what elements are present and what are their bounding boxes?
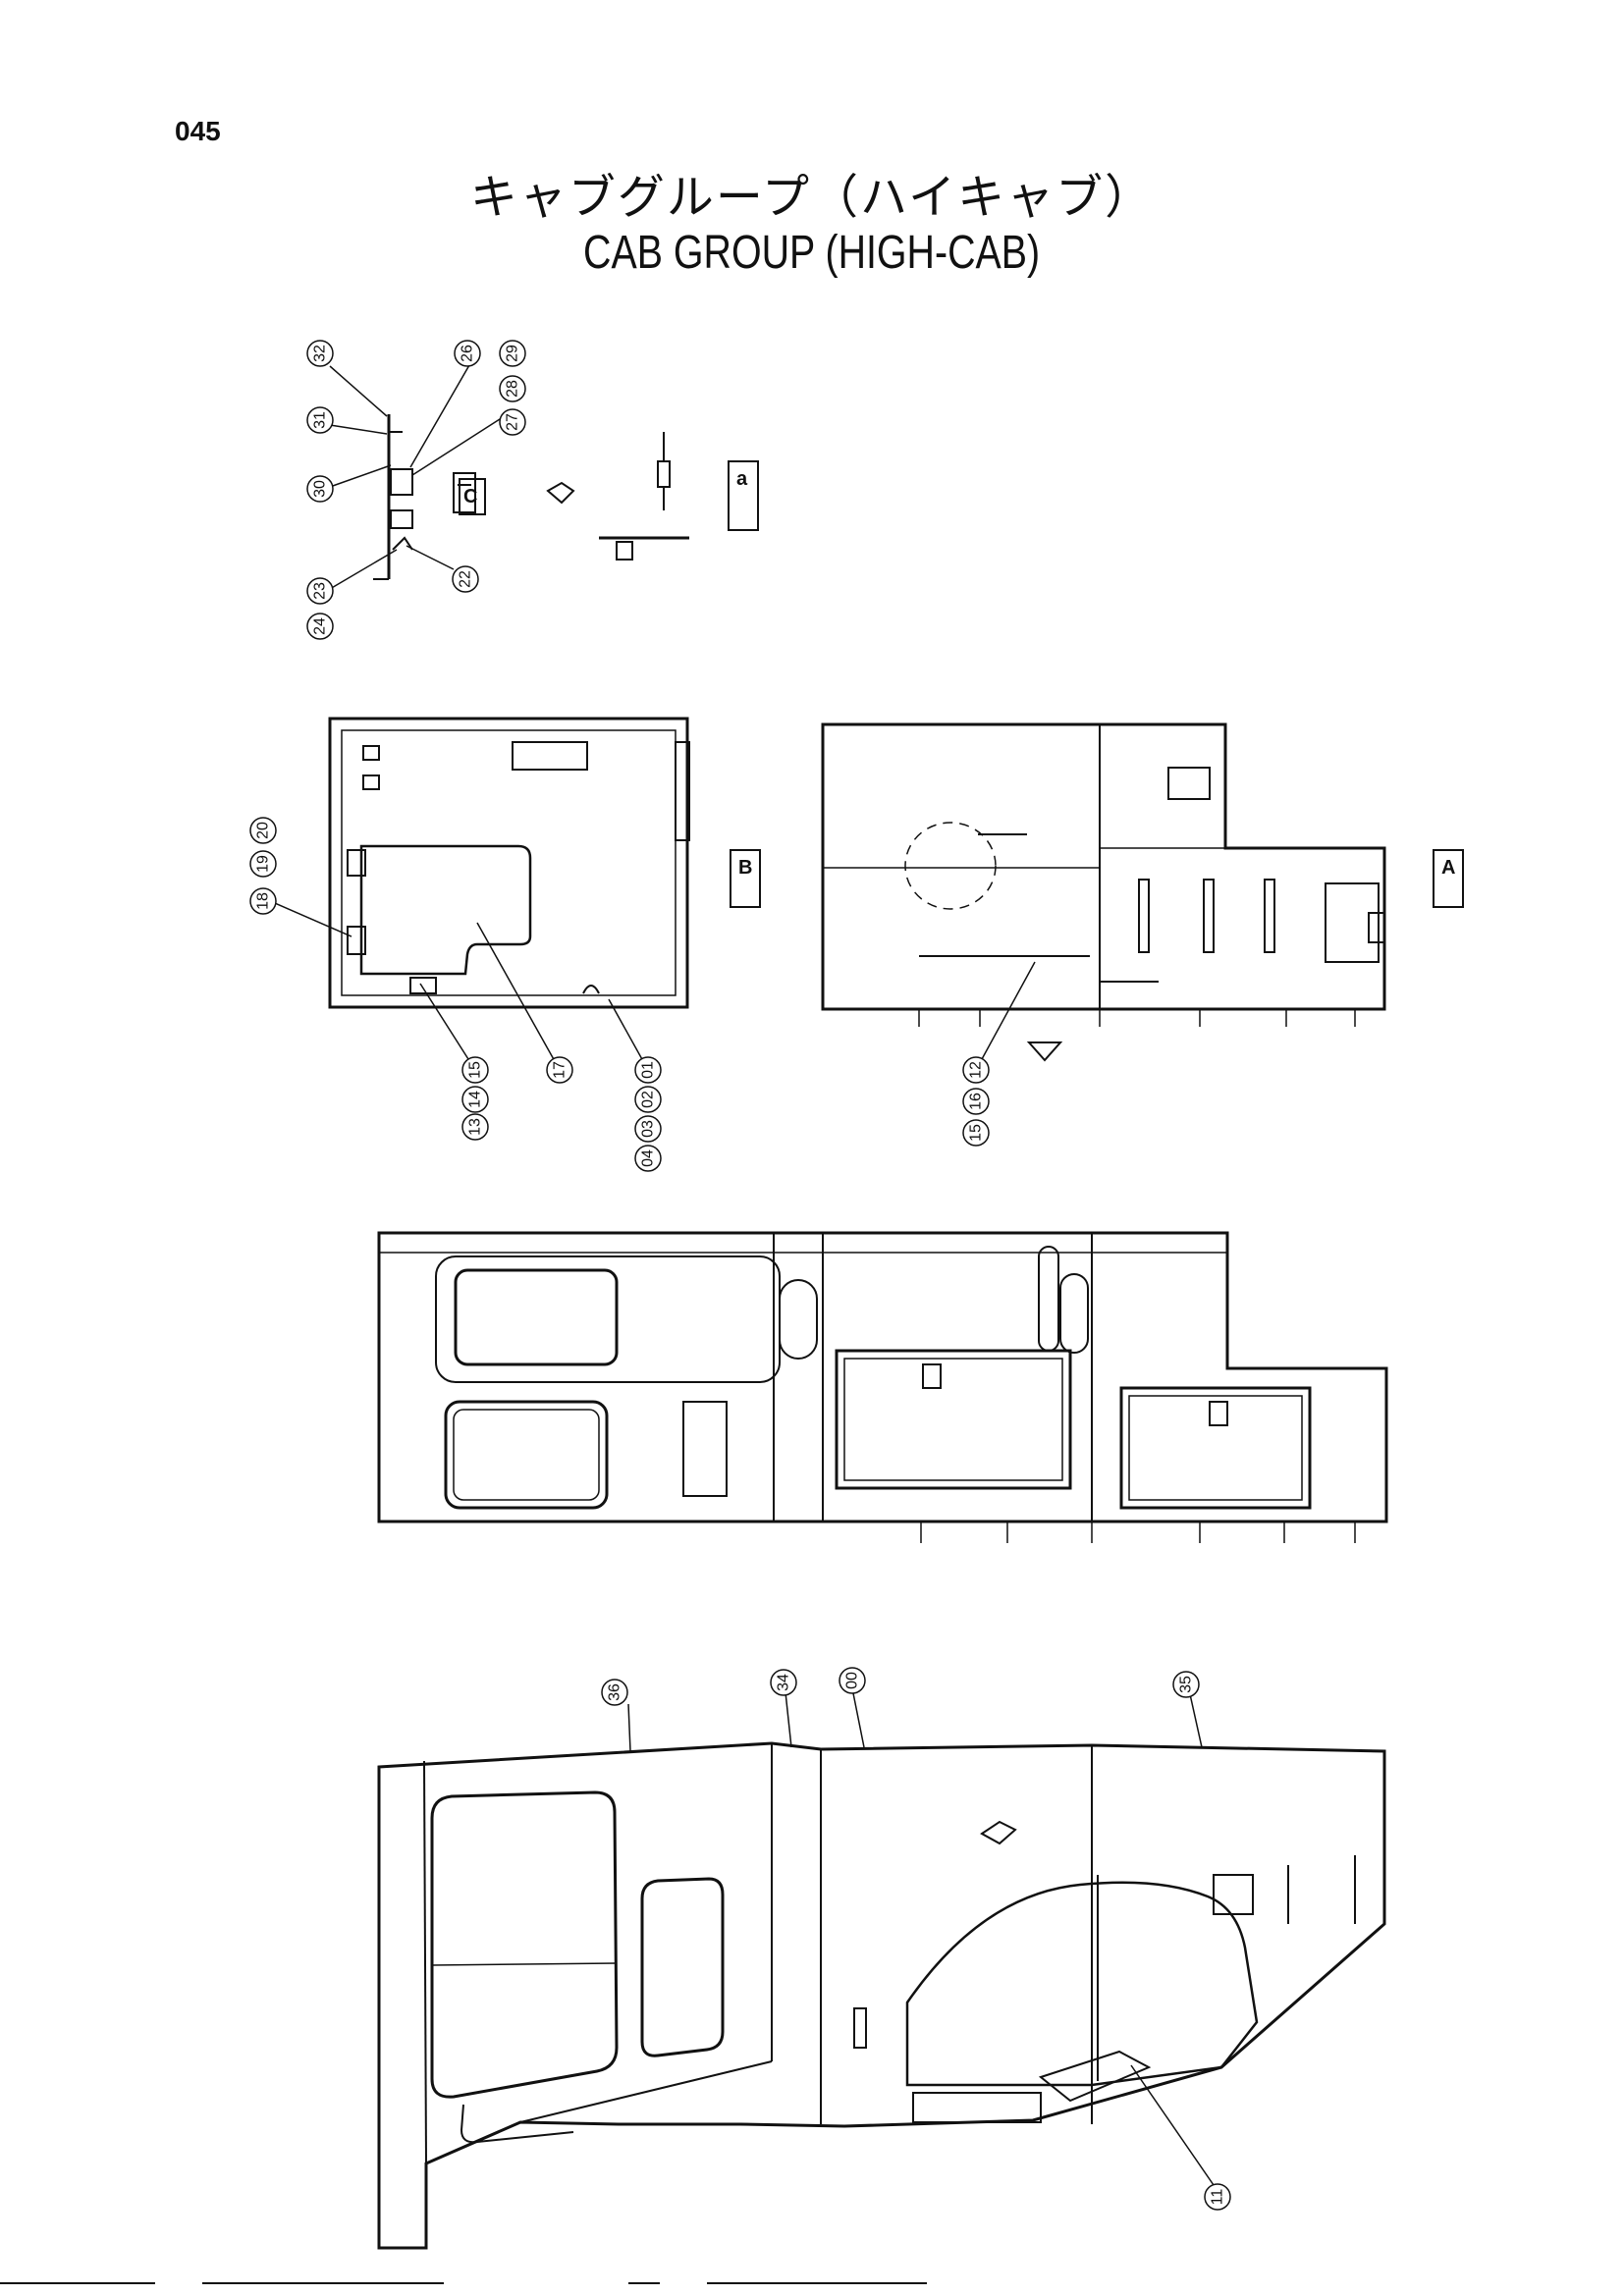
callout-circle-16 [962,1088,990,1115]
callout-circle-36 [601,1679,628,1706]
callout-number-04: 04 [640,1149,657,1167]
callout-number-01: 01 [640,1061,657,1079]
view-b-drawing [328,717,690,1009]
callout-number-30: 30 [312,480,329,498]
callout-number-28: 28 [505,380,521,398]
callout-number-23: 23 [312,582,329,600]
callouts-view-a [975,961,1036,1071]
callout-circle-18 [249,887,277,915]
detail-c-view [373,414,476,580]
detail-c-side-view [599,432,689,561]
callout-number-34: 34 [776,1674,792,1691]
side-elevation-view [377,1231,1388,1543]
view-c-arrow [546,481,575,505]
callout-number-36: 36 [607,1683,623,1701]
callout-balloons: 32 31 30 24 23 26 29 28 27 22 18 19 20 13 14 15 17 01 02 03… [249,340,1231,2211]
callout-circle-24 [306,613,334,640]
callout-circle-34 [770,1669,797,1696]
page-number: 045 [175,116,221,146]
callout-number-13: 13 [467,1118,484,1136]
callout-number-31: 31 [312,411,329,429]
detail-a-small-label: a [728,460,759,531]
callout-number-11: 11 [1210,2189,1226,2206]
callout-circle-19 [249,850,277,878]
callout-circle-11 [1204,2183,1231,2211]
callout-number-35: 35 [1178,1676,1195,1693]
callout-circle-28 [499,375,526,402]
callout-circle-00 [839,1667,866,1694]
callout-circle-20 [249,817,277,844]
callout-number-26: 26 [460,345,476,362]
callout-circle-31 [306,406,334,434]
callout-number-00: 00 [844,1672,861,1689]
callout-circle-15 [962,1119,990,1147]
detail-c-letter: C [463,486,477,507]
callout-circle-27 [499,408,526,436]
view-a-drawing [821,722,1386,1027]
callout-circle-29 [499,340,526,367]
view-b-label: B [730,849,761,908]
callout-circle-01 [634,1056,662,1084]
callout-circle-12 [962,1056,990,1084]
callout-number-27: 27 [505,413,521,431]
callout-number-15: 15 [968,1124,985,1142]
callout-circle-22 [452,565,479,593]
title-block: キャブグループ（ハイキャブ） CAB GROUP (HIGH-CAB) [0,169,1624,281]
callout-number-16: 16 [968,1093,985,1110]
callout-number-03: 03 [640,1120,657,1138]
callout-circle-03 [634,1115,662,1143]
view-a-label: A [1433,849,1464,908]
callout-circle-02 [634,1086,662,1113]
callout-circle-14 [461,1086,489,1113]
view-a-arrow [980,1820,1017,1845]
callout-circle-23 [306,577,334,605]
callouts-isometric [627,1687,1215,2186]
callout-number-18: 18 [255,892,272,910]
callouts-detail-c [329,364,512,590]
callout-number-12: 12 [968,1061,985,1079]
callout-number-32: 32 [312,345,329,362]
callout-circle-13 [461,1113,489,1141]
callout-number-29: 29 [505,345,521,362]
callout-number-24: 24 [312,617,329,635]
callout-number-20: 20 [255,822,272,839]
callout-circle-17 [546,1056,573,1084]
callout-number-02: 02 [640,1091,657,1108]
callout-circle-15 [461,1056,489,1084]
view-b-letter: B [738,857,752,879]
callout-number-22: 22 [458,570,474,588]
callout-number-14: 14 [467,1091,484,1108]
page-title-english: CAB GROUP (HIGH-CAB) [583,227,1041,279]
view-a-letter: A [1441,857,1455,879]
callout-number-15: 15 [467,1061,484,1079]
callout-number-19: 19 [255,855,272,873]
detail-c-label: C [459,478,486,515]
isometric-cab-view [377,1741,1386,2250]
callout-circle-30 [306,475,334,503]
callout-circle-26 [454,340,481,367]
view-b-arrow [1026,1041,1063,1062]
callout-circle-35 [1172,1671,1200,1698]
detail-a-small-letter: a [736,468,748,490]
callout-circle-04 [634,1145,662,1172]
callout-circle-32 [306,340,334,367]
callout-number-17: 17 [552,1061,568,1079]
page-title-japanese: キャブグループ（ハイキャブ） [469,170,1155,225]
